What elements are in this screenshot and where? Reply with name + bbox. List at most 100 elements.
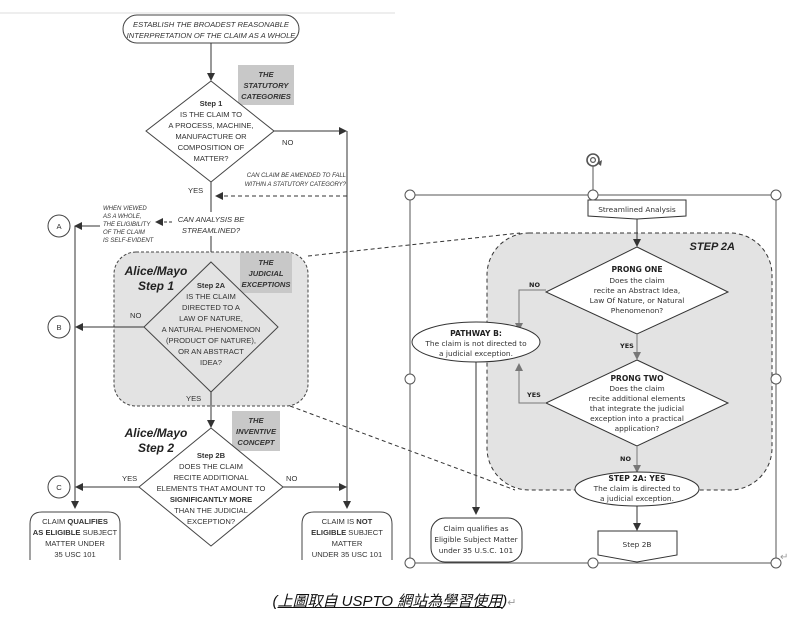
step2a-line-1: IS THE CLAIM xyxy=(186,292,236,301)
prong-two-line-1: Does the claim xyxy=(609,384,664,393)
judicial-label-3: EXCEPTIONS xyxy=(242,280,291,289)
alice-step2-label-2: Step 2 xyxy=(138,441,174,455)
start-text-1: ESTABLISH THE BROADEST REASONABLE xyxy=(133,20,290,29)
rotate-icon[interactable] xyxy=(586,153,602,167)
step1-line-2: A PROCESS, MACHINE, xyxy=(168,121,253,130)
prong-two-line-3: that integrate the judicial xyxy=(590,404,684,413)
inventive-concept-box xyxy=(232,411,280,451)
connector-c xyxy=(47,475,71,499)
eligible-line-2: AS ELIGIBLE SUBJECT xyxy=(33,528,118,537)
arrow-prong-one-no xyxy=(515,289,546,331)
step2a-yes-line-1: The claim is directed to xyxy=(593,484,681,493)
step2a-no-label: NO xyxy=(130,311,141,320)
connector-b-label: B xyxy=(56,323,61,332)
prong-one-yes-label: YES xyxy=(619,342,634,350)
left-flowchart: ESTABLISH THE BROADEST REASONABLE INTERP… xyxy=(0,12,395,560)
step2a-yes-title: STEP 2A: YES xyxy=(608,474,665,483)
inventive-label-3: CONCEPT xyxy=(237,438,275,447)
caption-text: 上圖取自 USPTO 網站為學習使用 xyxy=(277,593,503,610)
eligible-line-4: 35 USC 101 xyxy=(54,550,95,559)
zoom-connector-bottom xyxy=(289,405,516,491)
figure-caption: (上圖取自 USPTO 網站為學習使用)↵ xyxy=(0,590,789,611)
qualifies-line-1: Claim qualifies as xyxy=(443,524,508,533)
qualifies-line-2: Eligible Subject Matter xyxy=(434,535,518,544)
resize-handle-bottom-right[interactable] xyxy=(770,557,782,569)
resize-handle-top-left[interactable] xyxy=(404,189,416,201)
prong-two-title: PRONG TWO xyxy=(610,374,664,383)
self-evident-2: AS A WHOLE, xyxy=(102,214,142,220)
streamline-q-1: CAN ANALYSIS BE xyxy=(178,215,245,224)
alice-step1-label-1: Alice/Mayo xyxy=(124,264,188,278)
judicial-label-2: JUDICIAL xyxy=(248,269,283,278)
qualifies-box xyxy=(430,517,523,563)
step1-line-3: MANUFACTURE OR xyxy=(175,132,247,141)
step2b-line-1: DOES THE CLAIM xyxy=(179,462,243,471)
step2a-line-4: A NATURAL PHENOMENON xyxy=(162,325,261,334)
self-evident-5: IS SELF-EVIDENT xyxy=(103,238,155,244)
step2a-line-7: IDEA? xyxy=(200,358,222,367)
statutory-label-2: STATUTORY xyxy=(243,81,289,90)
step2a-line-2: DIRECTED TO A xyxy=(182,303,241,312)
pathway-b-line-2: a judicial exception. xyxy=(439,349,513,358)
qualifies-line-3: under 35 U.S.C. 101 xyxy=(439,546,514,555)
statutory-categories-box xyxy=(238,65,294,105)
step2b-yes-label: YES xyxy=(122,474,137,483)
self-evident-4: OF THE CLAIM xyxy=(103,230,145,236)
step2a-title: Step 2A xyxy=(197,281,226,290)
resize-handle-bottom-left[interactable] xyxy=(404,557,416,569)
resize-handle-bottom[interactable] xyxy=(587,557,599,569)
resize-handle-left[interactable] xyxy=(404,373,416,385)
judicial-exceptions-box xyxy=(240,253,292,293)
step1-line-4: COMPOSITION OF xyxy=(178,143,245,152)
not-eligible-terminal xyxy=(301,511,393,560)
alice-step2-label-1: Alice/Mayo xyxy=(124,426,188,440)
step2a-yes-line-2: a judicial exception. xyxy=(600,494,674,503)
streamlined-analysis-text: Streamlined Analysis xyxy=(598,205,676,214)
resize-handle-right[interactable] xyxy=(770,373,782,385)
step1-yes-label: YES xyxy=(188,186,203,195)
caption-return-mark: ↵ xyxy=(507,597,517,609)
not-eligible-line-4: UNDER 35 USC 101 xyxy=(312,550,382,559)
step2b-text: Step 2B xyxy=(623,540,652,549)
connector-c-label: C xyxy=(56,483,62,492)
judicial-label-1: THE xyxy=(258,258,274,267)
step2b-line-6: EXCEPTION? xyxy=(187,517,235,526)
step2a-region-label: STEP 2A xyxy=(690,241,735,253)
connector-a xyxy=(47,214,71,238)
step1-line-1: IS THE CLAIM TO xyxy=(180,110,242,119)
step2a-line-3: LAW OF NATURE, xyxy=(179,314,243,323)
self-evident-3: THE ELIGIBILITY xyxy=(103,222,151,228)
step2a-line-6: OR AN ABSTRACT xyxy=(178,347,244,356)
resize-handle-top[interactable] xyxy=(587,189,599,201)
streamlined-analysis-box xyxy=(587,199,687,220)
streamline-q-2: STREAMLINED? xyxy=(182,226,241,235)
caption-open-paren: ( xyxy=(272,593,278,610)
prong-one-line-1: Does the claim xyxy=(609,276,664,285)
amend-note-1: CAN CLAIM BE AMENDED TO FALL xyxy=(247,173,346,179)
step1-line-5: MATTER? xyxy=(194,154,229,163)
step1-title: Step 1 xyxy=(200,99,224,108)
step2a-line-5: (PRODUCT OF NATURE), xyxy=(166,336,256,345)
eligible-line-3: MATTER UNDER xyxy=(45,539,105,548)
right-flowchart[interactable]: STEP 2A Streamlined Analysis PRONG ONE D… xyxy=(404,153,788,569)
not-eligible-line-2: ELIGIBLE SUBJECT xyxy=(311,528,383,537)
step2b-line-5: THAN THE JUDICIAL xyxy=(174,506,248,515)
statutory-label-1: THE xyxy=(258,70,274,79)
eligible-terminal xyxy=(29,511,121,560)
inventive-label-2: INVENTIVE xyxy=(236,427,277,436)
resize-handle-top-right[interactable] xyxy=(770,189,782,201)
prong-one-no-label: NO xyxy=(529,281,540,289)
eligible-line-1: CLAIM QUALIFIES xyxy=(42,517,108,526)
prong-two-line-5: application? xyxy=(615,424,660,433)
step2b-box xyxy=(597,530,678,563)
step2b-line-3: ELEMENTS THAT AMOUNT TO xyxy=(157,484,266,493)
self-evident-1: WHEN VIEWED xyxy=(103,206,147,212)
alice-step1-label-2: Step 1 xyxy=(138,279,174,293)
connector-b xyxy=(47,315,71,339)
paragraph-return-mark: ↵ xyxy=(780,552,788,563)
prong-one-line-3: Law Of Nature, or Natural xyxy=(590,296,685,305)
prong-two-line-2: recite additional elements xyxy=(589,394,686,403)
prong-one-title: PRONG ONE xyxy=(611,265,662,274)
step2b-diamond xyxy=(138,427,284,547)
